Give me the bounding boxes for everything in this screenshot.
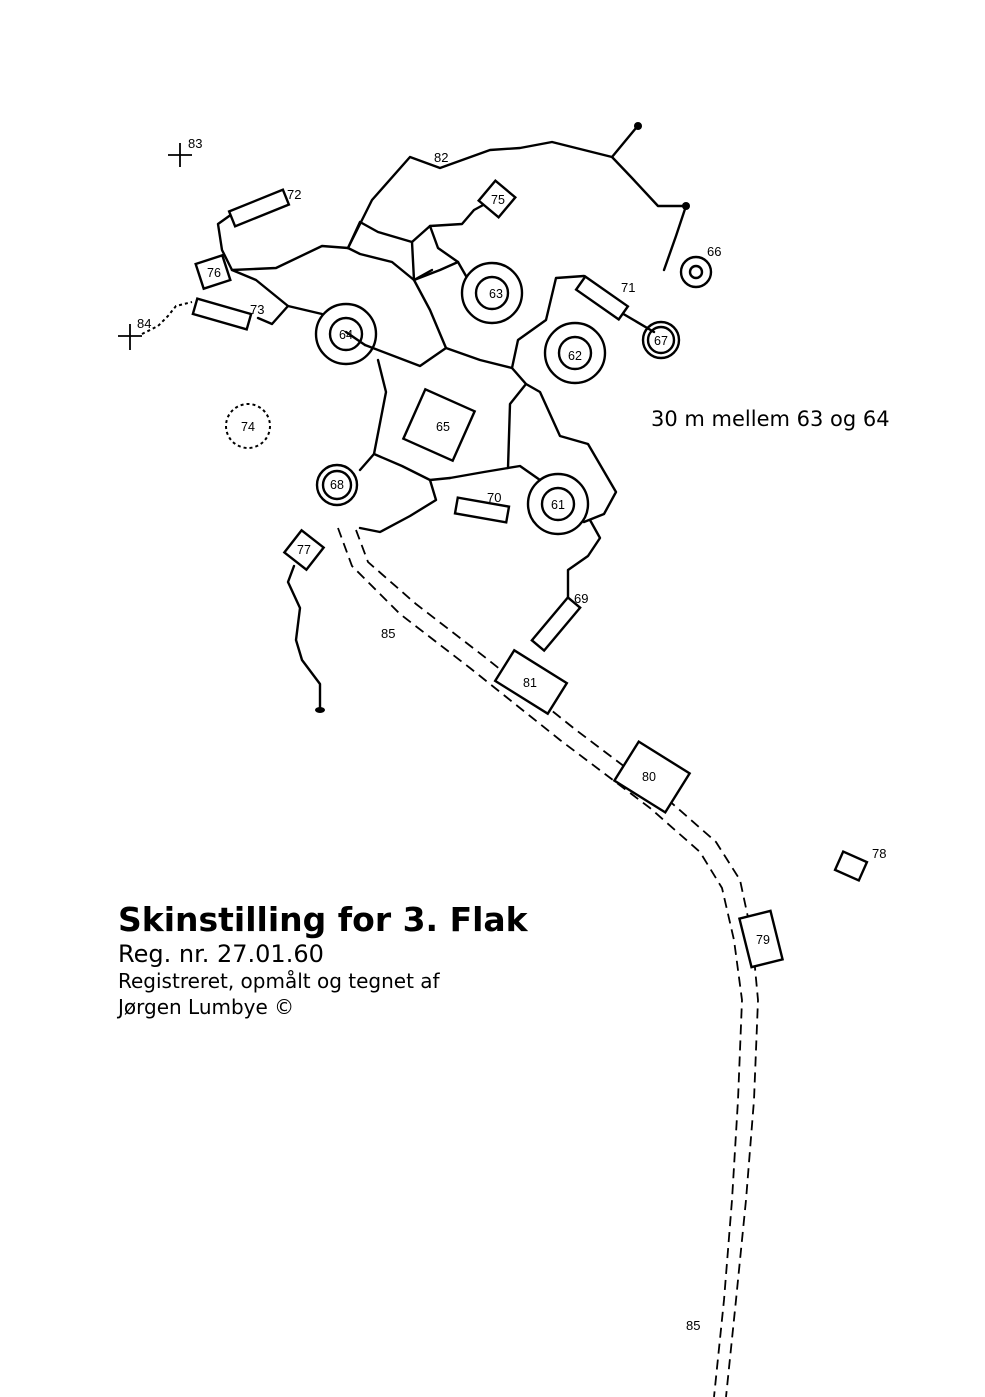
feature-72[interactable]: 72	[227, 187, 301, 228]
feature-76[interactable]: 76	[194, 253, 232, 291]
svg-text:78: 78	[872, 846, 886, 861]
svg-text:76: 76	[207, 266, 221, 280]
svg-text:84: 84	[137, 316, 151, 331]
svg-text:80: 80	[642, 770, 656, 784]
svg-text:79: 79	[756, 933, 770, 947]
label-82: 82	[434, 150, 448, 165]
feature-69[interactable]: 69	[530, 591, 589, 653]
distance-note: 30 m mellem 63 og 64	[651, 407, 890, 431]
svg-text:77: 77	[297, 543, 311, 557]
svg-text:81: 81	[523, 676, 537, 690]
credit-line-2: Jørgen Lumbye ©	[118, 995, 295, 1019]
feature-65[interactable]: 65	[401, 387, 477, 463]
svg-text:62: 62	[568, 349, 582, 363]
terminal-dot	[315, 707, 325, 713]
feature-77[interactable]: 77	[282, 528, 326, 572]
survey-point-83[interactable]: 83	[168, 136, 202, 167]
track-85	[337, 527, 759, 1397]
feature-63[interactable]: 63	[460, 261, 524, 325]
feature-61[interactable]: 61	[526, 472, 590, 536]
svg-text:73: 73	[250, 302, 264, 317]
svg-text:83: 83	[188, 136, 202, 151]
feature-64[interactable]: 64	[314, 302, 378, 366]
label-85-upper: 85	[381, 626, 395, 641]
svg-text:63: 63	[489, 287, 503, 301]
label-85-lower: 85	[686, 1318, 700, 1333]
feature-67[interactable]: 67	[641, 320, 681, 360]
survey-point-84[interactable]: 84	[118, 301, 193, 350]
svg-text:70: 70	[487, 490, 501, 505]
feature-81[interactable]: 81	[493, 648, 569, 716]
feature-70[interactable]: 70	[453, 490, 511, 524]
feature-62[interactable]: 62	[543, 321, 607, 385]
terminal-dot	[634, 122, 642, 130]
svg-text:71: 71	[621, 280, 635, 295]
svg-text:64: 64	[339, 328, 353, 342]
title-block: Skinstilling for 3. Flak Reg. nr. 27.01.…	[118, 900, 638, 1020]
feature-79[interactable]: 79	[737, 909, 785, 969]
feature-74[interactable]: 74	[225, 403, 271, 449]
svg-text:68: 68	[330, 478, 344, 492]
feature-78[interactable]: 78	[833, 846, 886, 883]
feature-73[interactable]: 73	[191, 297, 265, 331]
map-title: Skinstilling for 3. Flak	[118, 900, 528, 939]
feature-71[interactable]: 71	[574, 274, 635, 322]
svg-text:69: 69	[574, 591, 588, 606]
feature-80[interactable]: 80	[612, 739, 692, 815]
svg-text:65: 65	[436, 420, 450, 434]
svg-text:61: 61	[551, 498, 565, 512]
credit-line-1: Registreret, opmålt og tegnet af	[118, 969, 440, 993]
feature-75[interactable]: 75	[476, 178, 518, 220]
feature-66[interactable]: 66	[679, 244, 721, 289]
feature-68[interactable]: 68	[315, 463, 359, 507]
svg-text:66: 66	[707, 244, 721, 259]
registration-number: Reg. nr. 27.01.60	[118, 940, 324, 968]
svg-text:74: 74	[241, 420, 255, 434]
terminal-dot	[682, 202, 690, 210]
svg-text:67: 67	[654, 334, 668, 348]
svg-text:75: 75	[491, 193, 505, 207]
svg-text:72: 72	[287, 187, 301, 202]
